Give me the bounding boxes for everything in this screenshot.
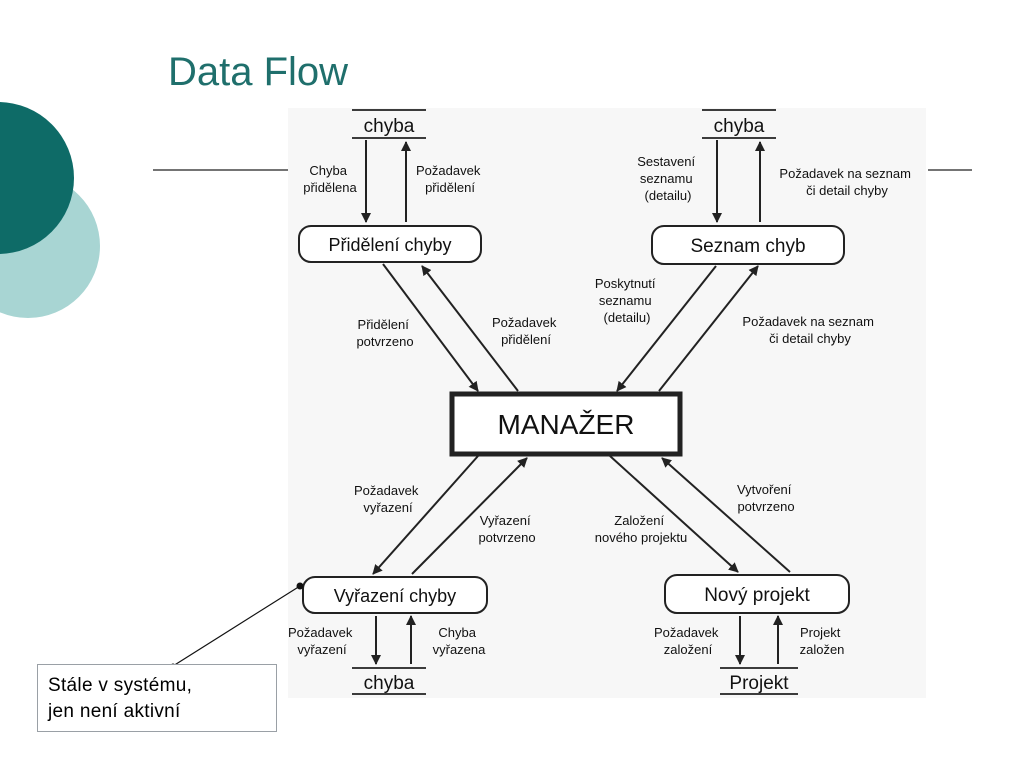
process-retire-label: Vyřazení chyby	[334, 586, 456, 606]
flow-assign-to-manager-label: Přidělení potvrzeno	[356, 317, 413, 349]
flow-manager-to-assign-arrow	[421, 265, 519, 392]
flow-retire-to-manager-arrow	[411, 457, 528, 575]
flow-manager-to-assign-label: Požadavek přidělení	[492, 315, 560, 347]
callout-line-2: jen není aktivní	[48, 701, 181, 722]
flow-list-to-manager-label: Poskytnutí seznamu (detailu)	[595, 276, 659, 325]
process-newproject-label: Nový projekt	[704, 585, 810, 606]
flow-manager-to-newproject-arrow	[609, 455, 739, 573]
process-list-box	[651, 225, 845, 265]
flow-manager-to-newproject-label: Založení nového projektu	[595, 513, 688, 545]
process-assign-box	[298, 225, 482, 263]
flow-assign-to-manager-arrow	[382, 263, 479, 392]
flow-manager-to-list-arrow	[658, 265, 759, 392]
flow-bl-down-label: Požadavek vyřazení	[288, 625, 356, 657]
flow-manager-to-retire-arrow	[372, 455, 479, 575]
flow-tr-up-label: Požadavek na seznam či detail chyby	[779, 166, 914, 198]
flow-newproject-to-manager-arrow	[661, 457, 791, 573]
flow-bl-up-label: Chyba vyřazena	[433, 625, 487, 657]
flow-tl-down-label: Chyba přidělena	[303, 163, 357, 195]
callout-line-1: Stále v systému,	[48, 675, 193, 696]
flow-newproject-to-manager-label: Vytvoření potvrzeno	[737, 482, 795, 514]
manager-box	[449, 391, 683, 457]
store-top-left-label: chyba	[364, 116, 415, 137]
slide-title: Data Flow	[168, 50, 349, 94]
flow-br-up-label: Projekt založen	[800, 625, 845, 657]
process-assign-label: Přidělení chyby	[328, 235, 451, 255]
flow-retire-to-manager-label: Vyřazení potvrzeno	[478, 513, 535, 545]
process-list-label: Seznam chyb	[690, 236, 805, 257]
callout-connector-dot-end	[296, 582, 304, 590]
process-newproject-box	[664, 574, 850, 614]
flow-tl-up-label: Požadavek přidělení	[416, 163, 484, 195]
flow-manager-to-retire-label: Požadavek vyřazení	[354, 483, 422, 515]
flow-list-to-manager-arrow	[616, 265, 717, 392]
store-bottom-left-label: chyba	[364, 673, 415, 694]
decor-circle-dark	[0, 102, 74, 254]
flow-tr-down-label: Sestavení seznamu (detailu)	[637, 154, 698, 203]
store-bottom-right-label: Projekt	[729, 673, 789, 694]
flow-manager-to-list-label: Požadavek na seznam či detail chyby	[742, 314, 877, 346]
manager-label: MANAŽER	[498, 409, 635, 440]
callout-note: Stále v systému, jen není aktivní	[37, 664, 277, 732]
store-top-right-label: chyba	[714, 116, 765, 137]
flow-br-down-label: Požadavek založení	[654, 625, 722, 657]
callout-connector-line	[172, 585, 301, 667]
process-retire-box	[302, 576, 488, 614]
